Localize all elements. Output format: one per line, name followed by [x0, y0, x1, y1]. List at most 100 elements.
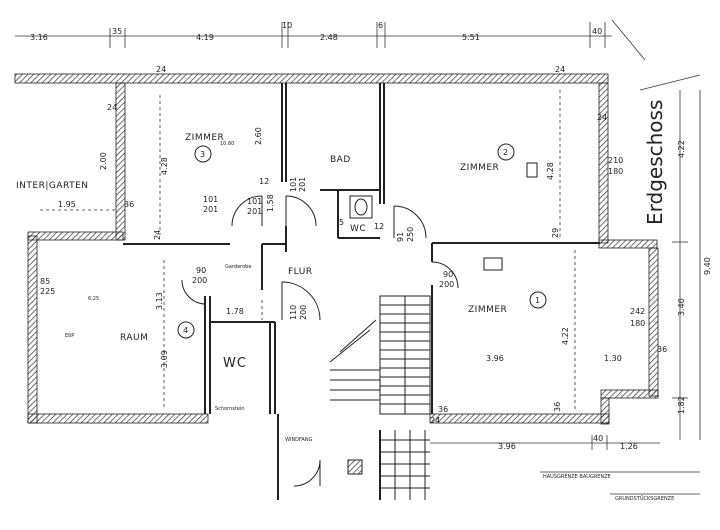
svg-text:101: 101 [203, 195, 218, 204]
svg-text:180: 180 [630, 319, 645, 328]
annotation-baugrenze: HAUSGRENZE BAUGRENZE [543, 474, 611, 480]
svg-text:180: 180 [608, 167, 623, 176]
plan-title: Erdgeschoss [643, 100, 667, 225]
door-label: 110 200 [289, 305, 308, 320]
interior-walls [123, 83, 600, 500]
door-swings [181, 195, 459, 487]
staircase [329, 295, 431, 415]
svg-text:3: 3 [200, 150, 205, 159]
door-label: 242 180 [630, 307, 645, 328]
room-label-bad: BAD [330, 155, 351, 165]
svg-text:242: 242 [630, 307, 645, 316]
svg-text:200: 200 [299, 305, 308, 320]
svg-text:24: 24 [153, 230, 162, 240]
door-label: 90 200 [192, 266, 207, 285]
room-label-zimmer-2: ZIMMER [460, 163, 499, 173]
door-label: 101 201 [203, 195, 218, 214]
room-number-2: 2 [497, 143, 515, 161]
svg-text:200: 200 [439, 280, 454, 289]
svg-text:5: 5 [339, 218, 344, 227]
svg-text:201: 201 [203, 205, 218, 214]
svg-text:3.13: 3.13 [155, 292, 164, 310]
svg-text:2.60: 2.60 [254, 127, 263, 145]
door-label: 101 201 [247, 197, 262, 216]
top-dimension-line [15, 19, 701, 91]
svg-text:250: 250 [406, 227, 415, 242]
svg-text:1.82: 1.82 [677, 396, 686, 414]
svg-text:225: 225 [40, 287, 55, 296]
door-label: 101 201 [289, 177, 307, 192]
dim-top-7: 5.51 [462, 33, 480, 42]
room-label-zimmer-1: ZIMMER [468, 305, 507, 315]
svg-text:36: 36 [553, 402, 562, 412]
svg-text:24: 24 [597, 113, 607, 122]
room-number-3: 3 [194, 145, 212, 163]
room-label-wc-small: WC [350, 224, 366, 234]
svg-text:4.22: 4.22 [561, 327, 570, 345]
room-area-zimmer-3: 10.60 [220, 141, 234, 147]
dim-top-3: 4.19 [196, 33, 214, 42]
dim-bottom-3: 1.26 [620, 442, 638, 451]
dim-bottom-1: 3.96 [498, 442, 516, 451]
dim-top-8: 40 [592, 27, 602, 36]
dim-top-5: 2.48 [320, 33, 338, 42]
room-label-zimmer-3: ZIMMER [185, 133, 224, 143]
door-label: 85 225 [40, 277, 55, 296]
svg-text:4.22: 4.22 [677, 140, 686, 158]
dim-top-1: 3.16 [30, 33, 48, 42]
svg-text:29: 29 [551, 228, 560, 238]
svg-text:101: 101 [289, 177, 298, 192]
right-dimension-line [672, 90, 701, 440]
svg-text:200: 200 [192, 276, 207, 285]
svg-text:90: 90 [443, 270, 453, 279]
svg-text:4.28: 4.28 [160, 157, 169, 175]
dim-top-4: 10 [282, 21, 292, 30]
svg-text:24: 24 [156, 65, 166, 74]
svg-text:2.00: 2.00 [99, 152, 108, 170]
svg-text:1.95: 1.95 [58, 200, 76, 209]
svg-text:3.96: 3.96 [486, 354, 504, 363]
svg-text:6.25: 6.25 [88, 296, 99, 302]
svg-text:12: 12 [259, 177, 269, 186]
room-label-raum-4: RAUM [120, 333, 148, 343]
dim-bottom-2: 40 [593, 434, 603, 443]
room-label-windfang: WINDFANG [285, 437, 313, 443]
svg-text:91: 91 [396, 232, 405, 242]
svg-text:1.58: 1.58 [266, 194, 275, 212]
dim-top-6: 6 [378, 21, 383, 30]
svg-text:2: 2 [503, 148, 508, 157]
bottom-dimension-line [430, 435, 700, 495]
entrance-steps [347, 430, 430, 500]
room-label-raum-4-prefix: EßP [65, 333, 74, 339]
svg-text:24: 24 [107, 103, 117, 112]
svg-text:1.78: 1.78 [226, 307, 244, 316]
svg-text:4.28: 4.28 [546, 162, 555, 180]
svg-text:36: 36 [124, 200, 134, 209]
svg-text:90: 90 [196, 266, 206, 275]
svg-text:36: 36 [657, 345, 667, 354]
svg-text:4: 4 [183, 326, 188, 335]
svg-text:3.40: 3.40 [677, 298, 686, 316]
bathroom-fixtures [349, 162, 538, 271]
svg-text:12: 12 [374, 222, 384, 231]
room-label-wintergarten: INTER|GARTEN [16, 181, 89, 191]
svg-text:85: 85 [40, 277, 50, 286]
room-label-flur: FLUR [288, 267, 313, 277]
svg-text:101: 101 [247, 197, 262, 206]
svg-text:24: 24 [430, 416, 440, 425]
svg-text:24: 24 [555, 65, 565, 74]
door-label: 90 200 [439, 270, 454, 289]
exterior-walls [14, 73, 659, 425]
door-label: 210 180 [608, 156, 623, 176]
svg-text:210: 210 [608, 156, 623, 165]
annotation-schornstein: Schornstein [215, 406, 245, 412]
svg-text:1.30: 1.30 [604, 354, 622, 363]
svg-text:9.40: 9.40 [703, 257, 712, 275]
annotation-garderobe: Garderobe [225, 264, 251, 270]
svg-text:110: 110 [289, 305, 298, 320]
svg-text:3.09: 3.09 [160, 350, 169, 368]
dim-top-2: 35 [112, 27, 122, 36]
svg-text:1: 1 [535, 296, 540, 305]
door-label: 91 250 [396, 227, 415, 242]
